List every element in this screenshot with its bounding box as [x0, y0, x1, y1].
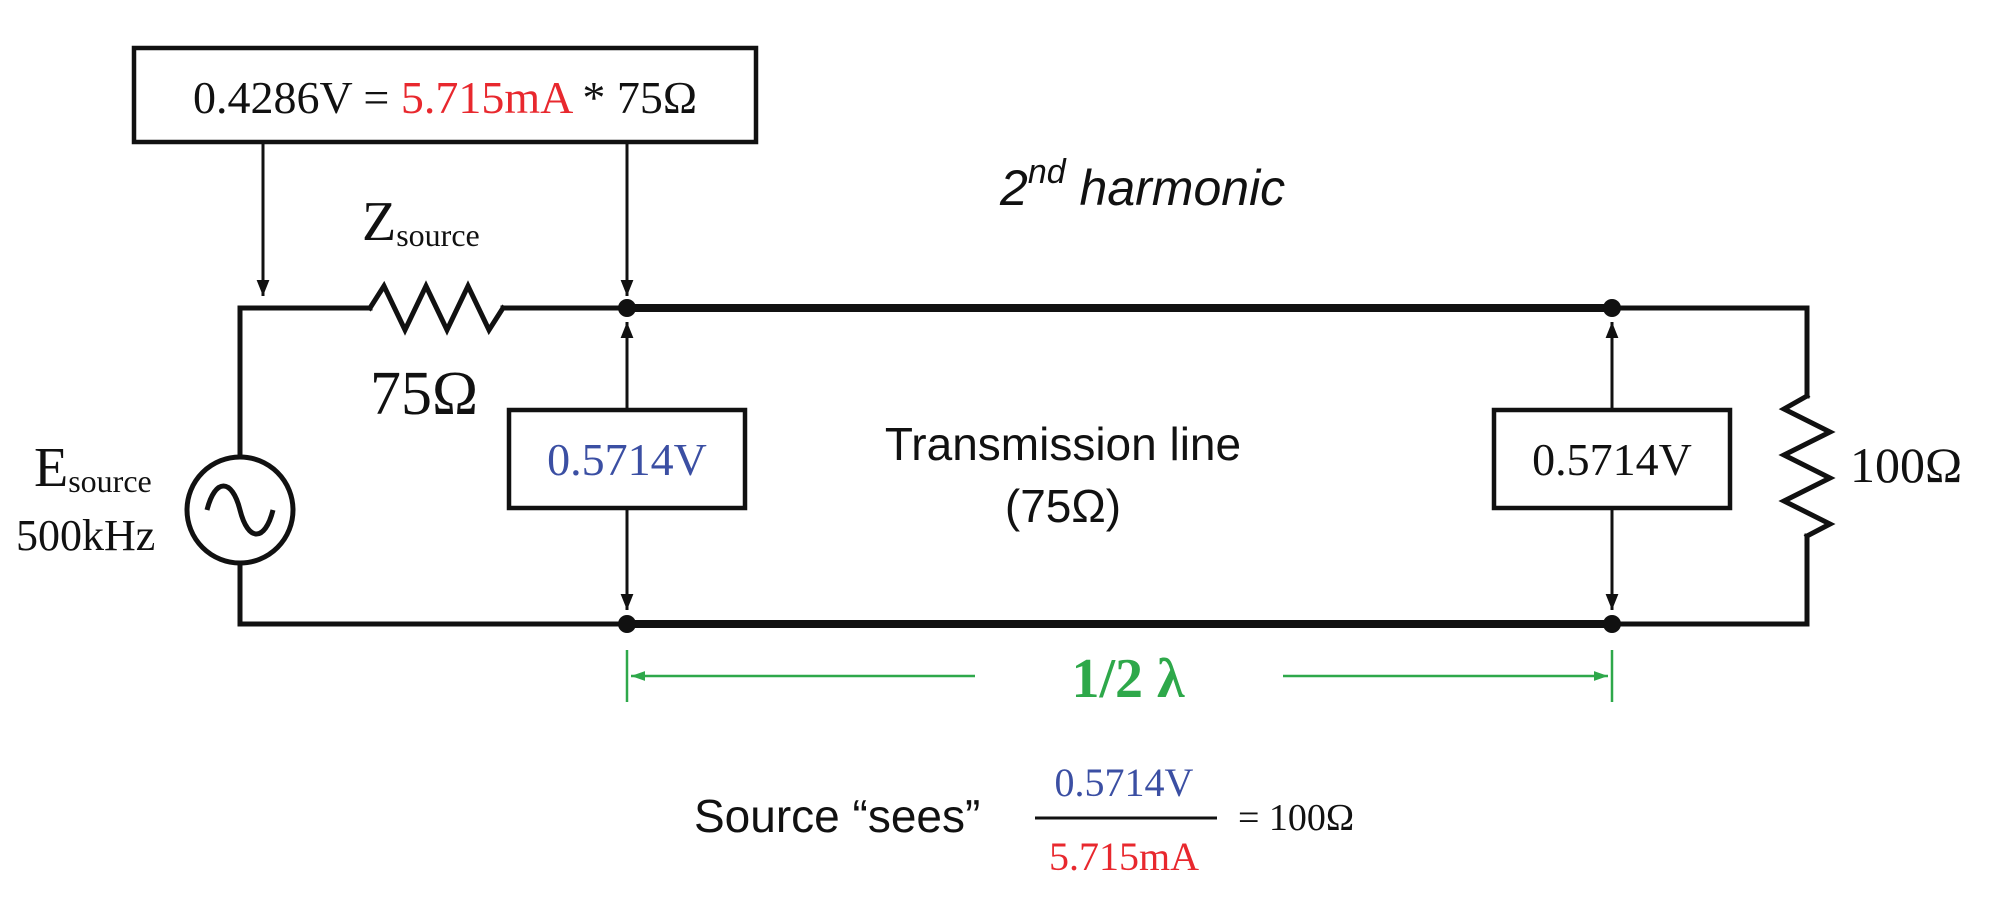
source-sees-result: = 100Ω	[1238, 797, 1354, 839]
source-resistor-symbol	[366, 280, 507, 336]
load-resistor-value: 100Ω	[1850, 437, 1962, 493]
left-voltage-box	[506, 407, 748, 511]
source-label: Esource	[34, 437, 152, 499]
transmission-line-label: Transmission line	[885, 418, 1241, 470]
source-sees-label: Source “sees”	[694, 790, 980, 842]
svg-text:0.4286V = 5.715mA * 75Ω: 0.4286V = 5.715mA * 75Ω	[193, 72, 697, 123]
wavelength-label: 1/2 λ	[1071, 648, 1185, 710]
source-sees-denominator: 5.715mA	[1049, 834, 1199, 879]
ac-source-icon	[184, 454, 296, 566]
junction-dot	[1603, 299, 1621, 317]
left-voltage-value: 0.5714V	[547, 434, 707, 485]
right-voltage-value: 0.5714V	[1532, 434, 1692, 485]
transmission-line-impedance: (75Ω)	[1005, 480, 1121, 532]
source-sees-numerator: 0.5714V	[1055, 760, 1194, 805]
source-resistor-label: Zsource	[362, 191, 480, 253]
circuit-wires	[237, 280, 1836, 627]
load-resistor-symbol	[1778, 392, 1836, 540]
junction-dot	[618, 299, 636, 317]
equation-box: 0.4286V = 5.715mA * 75Ω	[131, 45, 759, 145]
wavelength-dimension	[625, 650, 1614, 702]
equation-current: 5.715mA	[401, 72, 573, 123]
source-frequency: 500kHz	[16, 511, 155, 560]
equation-equals: =	[352, 72, 401, 123]
transmission-line	[627, 304, 1612, 628]
junction-dot	[1603, 615, 1621, 633]
equation-times-resistance: * 75Ω	[571, 72, 697, 123]
junction-dot	[618, 615, 636, 633]
right-voltage-box	[1491, 407, 1733, 511]
harmonic-label: 2nd harmonic	[999, 153, 1285, 216]
source-resistor-value: 75Ω	[370, 360, 478, 428]
equation-voltage: 0.4286V	[193, 72, 353, 123]
